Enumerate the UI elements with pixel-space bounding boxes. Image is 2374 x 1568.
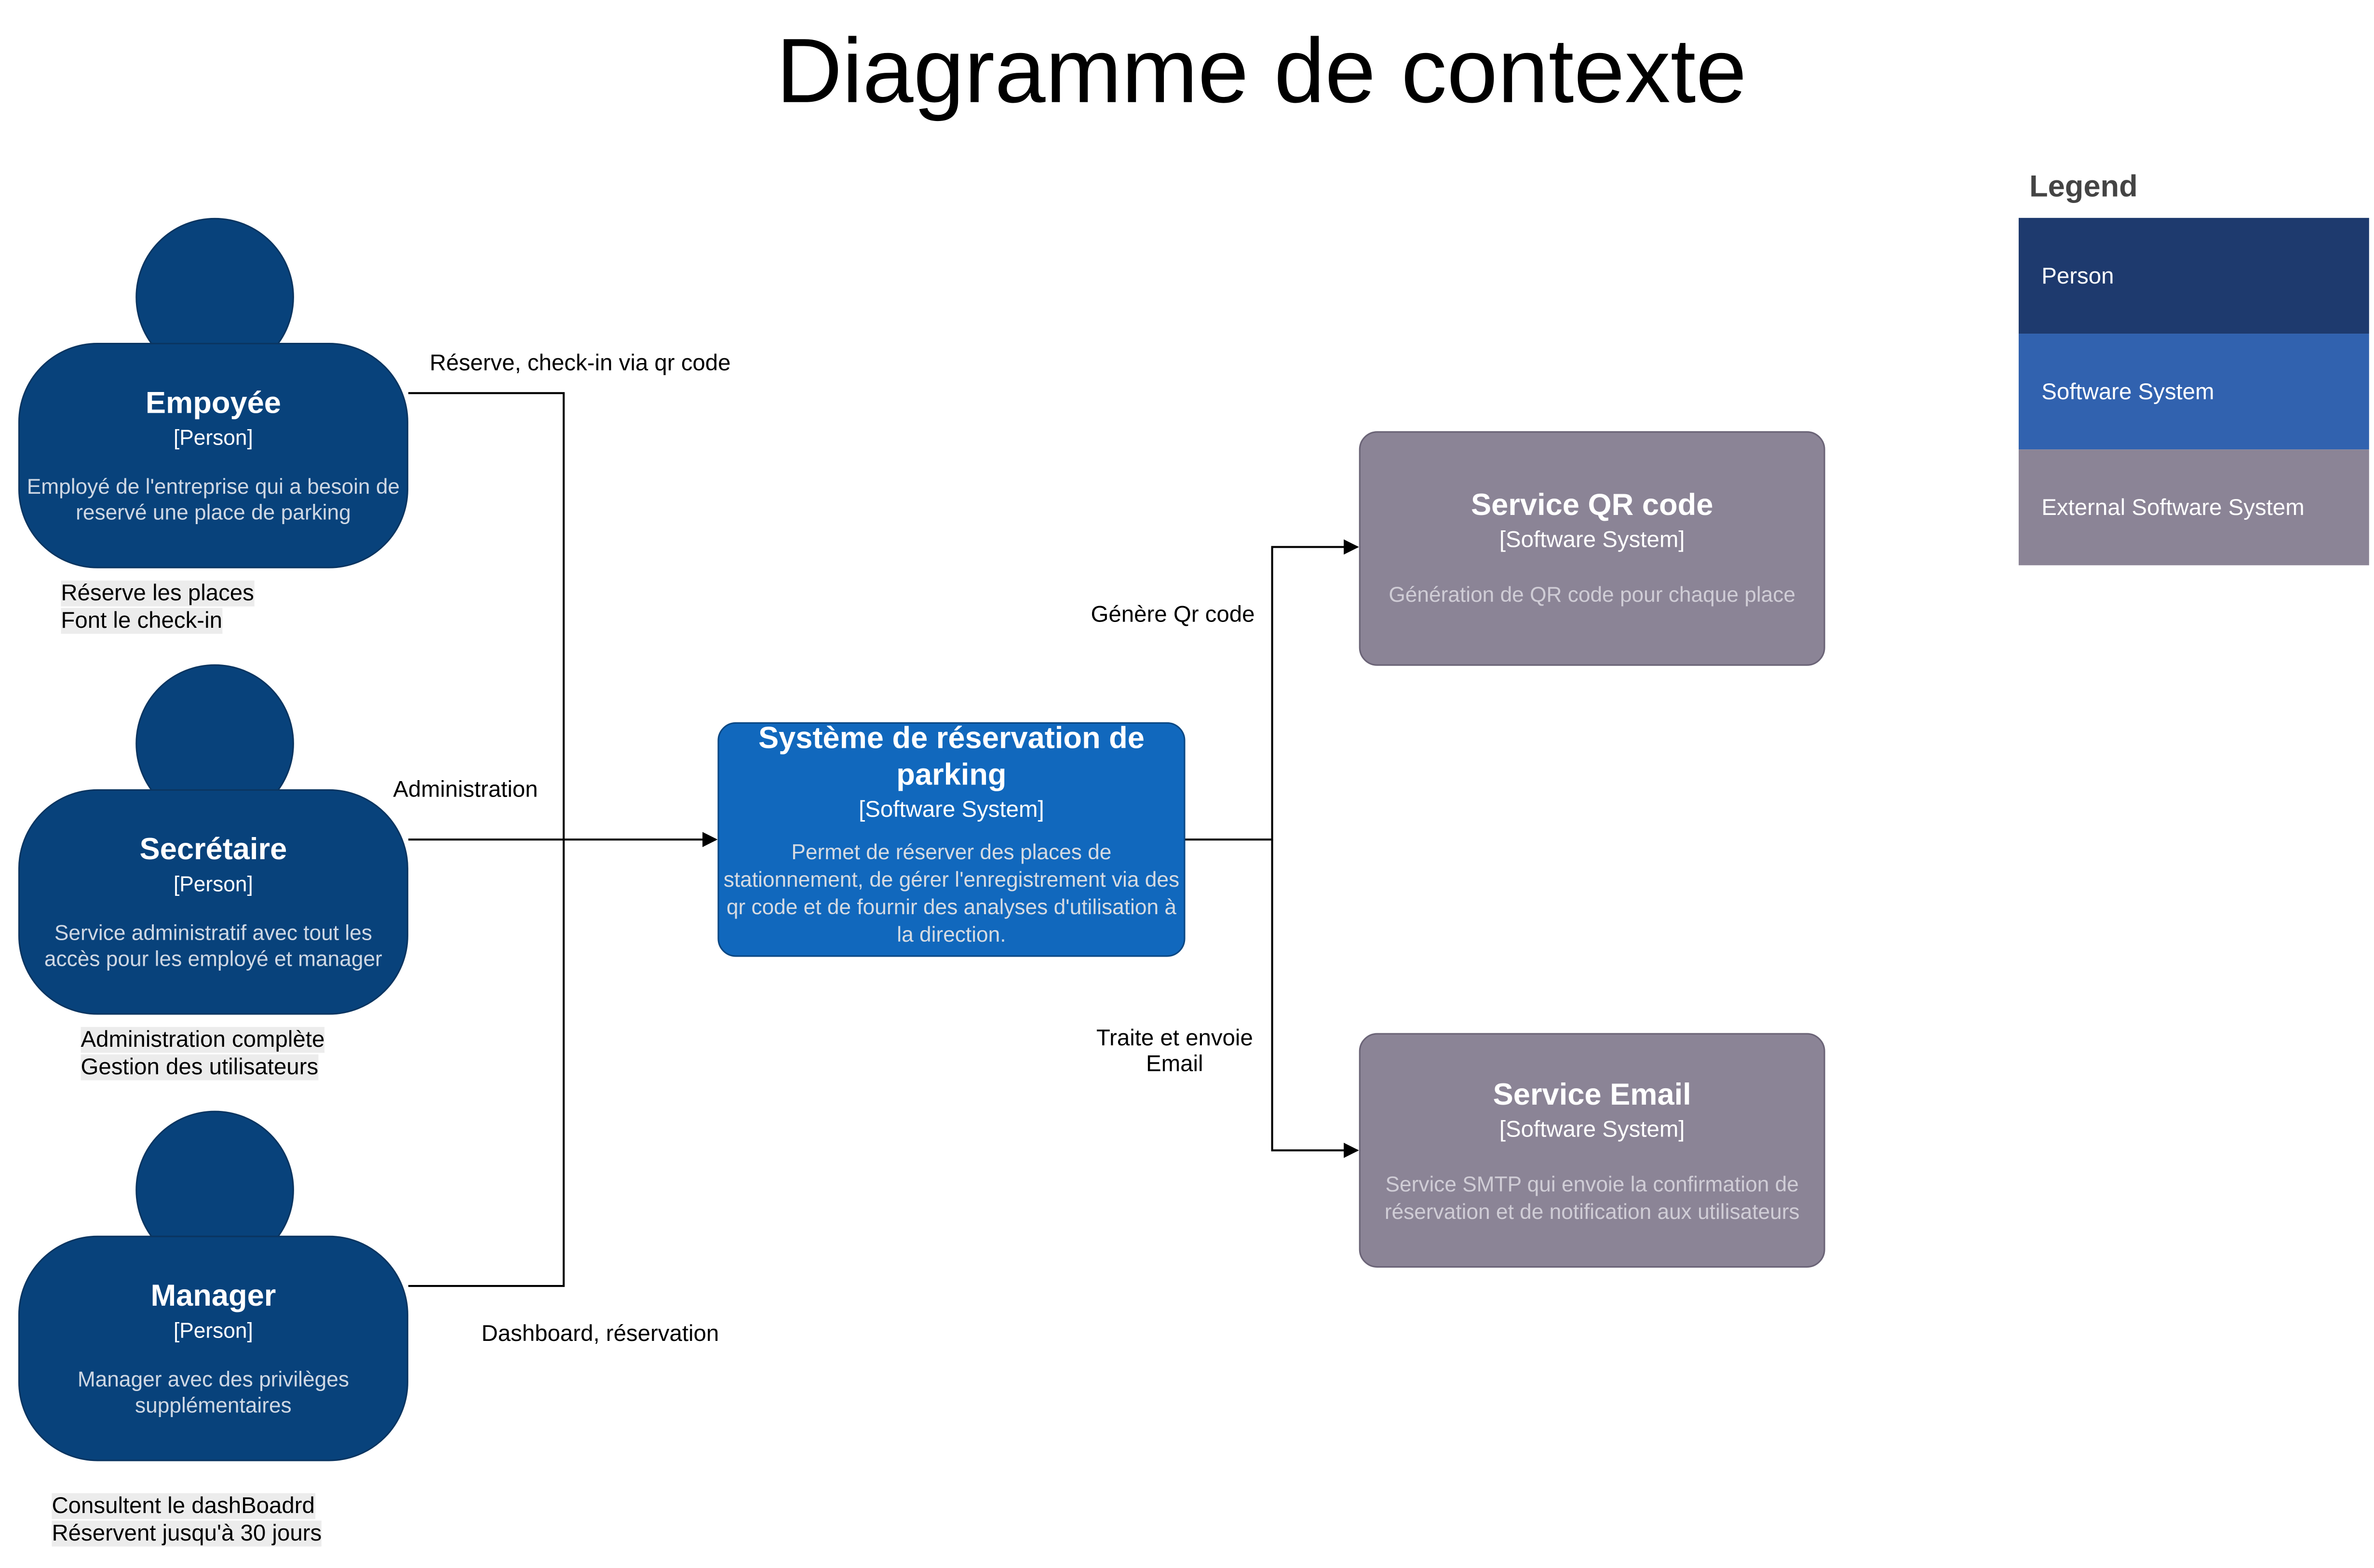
relationship-label-line: Email (1146, 1051, 1203, 1078)
system-type: [Software System] (859, 797, 1044, 823)
person-description: Service administratif avec tout les accè… (44, 920, 382, 971)
external-system-email[interactable]: Service Email [Software System] Service … (1359, 1033, 1825, 1268)
legend-item-person: Person (2019, 217, 2369, 334)
relationship-label-email: Traite et envoie Email (1066, 1026, 1283, 1077)
diagram-title: Diagramme de contexte (776, 20, 1747, 122)
person-description: Manager avec des privilèges supplémentai… (77, 1366, 349, 1417)
note-manager: Consultent le dashBoadrd Réservent jusqu… (52, 1493, 322, 1548)
system-description: Génération de QR code pour chaque place (1389, 582, 1796, 607)
person-description: Employé de l'entreprise qui a besoin de … (27, 473, 400, 525)
connector-manager (408, 839, 565, 1287)
system-description: Service SMTP qui envoie la confirmation … (1384, 1172, 1800, 1224)
main-system[interactable]: Système de réservation de parking [Softw… (717, 722, 1186, 957)
relationship-label-line: Traite et envoie (1096, 1025, 1253, 1052)
person-manager[interactable]: Manager [Person] Manager avec des privil… (18, 1235, 408, 1461)
note-line: Administration complète (81, 1027, 325, 1053)
note-line: Font le check-in (61, 608, 223, 634)
system-name: Service Email (1493, 1079, 1691, 1112)
legend-item-software-system: Software System (2019, 334, 2369, 450)
person-employee[interactable]: Empoyée [Person] Employé de l'entreprise… (18, 343, 408, 568)
external-system-qr[interactable]: Service QR code [Software System] Généra… (1359, 431, 1825, 666)
person-type: [Person] (173, 871, 253, 896)
relationship-label-qr: Génère Qr code (1091, 602, 1255, 628)
connector-email (1271, 839, 1359, 1158)
system-description: Permet de réserver des places de station… (723, 839, 1180, 946)
system-type: [Software System] (1499, 1117, 1685, 1143)
person-type: [Person] (173, 425, 253, 450)
person-name: Secrétaire (139, 833, 287, 867)
note-secretary: Administration complète Gestion des util… (81, 1027, 325, 1082)
system-name: Service QR code (1471, 489, 1713, 523)
note-employee: Réserve les places Font le check-in (61, 580, 254, 635)
note-line: Consultent le dashBoadrd (52, 1493, 315, 1519)
note-line: Réservent jusqu'à 30 jours (52, 1520, 322, 1547)
connector-employee (408, 392, 565, 840)
person-name: Manager (150, 1280, 276, 1313)
system-type: [Software System] (1499, 527, 1685, 554)
legend-item-external-software-system: External Software System (2019, 449, 2369, 566)
legend-title: Legend (2029, 170, 2138, 204)
person-type: [Person] (173, 1318, 253, 1342)
note-line: Gestion des utilisateurs (81, 1054, 319, 1081)
relationship-label-secretary: Administration (393, 777, 538, 803)
connector-qr (1184, 539, 1359, 841)
person-secretary[interactable]: Secrétaire [Person] Service administrati… (18, 789, 408, 1015)
person-name: Empoyée (145, 387, 281, 421)
relationship-label-employee: Réserve, check-in via qr code (430, 350, 731, 377)
system-name: Système de réservation de parking (758, 722, 1145, 793)
note-line: Réserve les places (61, 580, 254, 607)
relationship-label-manager: Dashboard, réservation (481, 1321, 719, 1347)
